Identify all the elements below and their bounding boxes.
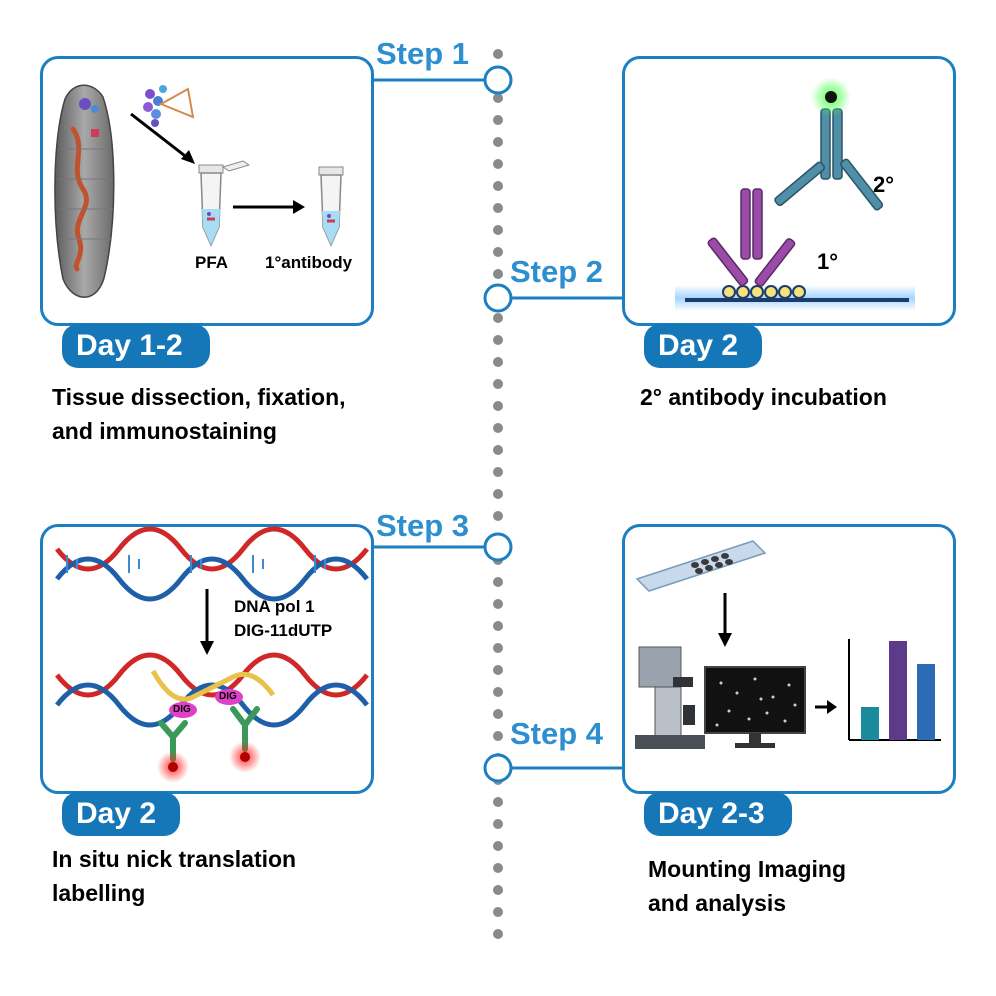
step4-label: Step 4 bbox=[510, 716, 604, 751]
red-fluor-icon-1 bbox=[168, 762, 178, 772]
day-tab-step3: Day 2 bbox=[62, 792, 180, 836]
caption-step1: Tissue dissection, fixation, and immunos… bbox=[52, 384, 346, 444]
timeline-dot bbox=[493, 423, 503, 433]
timeline-dot bbox=[493, 159, 503, 169]
timeline-dot bbox=[493, 599, 503, 609]
timeline-dot bbox=[493, 907, 503, 917]
timeline-dot bbox=[493, 313, 503, 323]
timeline-dot bbox=[493, 379, 503, 389]
panel-step3: DNA pol 1 DIG-11dUTP DIG DIG bbox=[40, 524, 374, 794]
caption-step3: In situ nick translation labelling bbox=[52, 846, 297, 906]
tissue-icon bbox=[143, 85, 195, 127]
timeline-dot bbox=[493, 203, 503, 213]
timeline-dots bbox=[493, 49, 503, 939]
primary-antibody-icon bbox=[707, 188, 796, 287]
timeline-dot bbox=[493, 489, 503, 499]
timeline-node-step1 bbox=[483, 65, 513, 95]
timeline-dot bbox=[493, 401, 503, 411]
day-tab-step1: Day 1-2 bbox=[62, 324, 210, 368]
dna-helix-bottom bbox=[55, 652, 369, 728]
timeline-dot bbox=[493, 841, 503, 851]
dna-rungs-top bbox=[66, 555, 326, 573]
caption-step2: 2° antibody incubation bbox=[640, 384, 887, 410]
pfa-tube-icon bbox=[198, 160, 251, 247]
day-tab-step2: Day 2 bbox=[644, 324, 762, 368]
dna-helix-top bbox=[55, 526, 369, 602]
timeline-node-step2 bbox=[483, 283, 513, 313]
timeline-dot bbox=[493, 225, 503, 235]
primary-label: 1° bbox=[817, 249, 839, 274]
timeline-dot bbox=[493, 863, 503, 873]
timeline-dot bbox=[493, 93, 503, 103]
dig-tag-1 bbox=[169, 702, 197, 718]
enzyme-line2: DIG-11dUTP bbox=[234, 621, 333, 640]
timeline-dot bbox=[493, 577, 503, 587]
timeline-dot bbox=[493, 467, 503, 477]
step3-label: Step 3 bbox=[376, 508, 470, 543]
pfa-label: PFA bbox=[195, 253, 229, 272]
timeline-dot bbox=[493, 643, 503, 653]
timeline-dot bbox=[493, 247, 503, 257]
caption-step4: Mounting Imaging and analysis bbox=[648, 856, 847, 916]
step1-label: Step 1 bbox=[376, 36, 470, 71]
timeline-dot bbox=[493, 797, 503, 807]
secondary-antibody-icon bbox=[774, 108, 884, 211]
larva-icon bbox=[54, 84, 115, 298]
timeline-dot bbox=[493, 445, 503, 455]
dig-tag-2 bbox=[215, 689, 243, 705]
secondary-label: 2° bbox=[873, 172, 895, 197]
timeline-dot bbox=[493, 49, 503, 59]
monitor-icon bbox=[704, 666, 806, 748]
timeline-dot bbox=[493, 819, 503, 829]
slide-icon bbox=[635, 540, 767, 592]
timeline-dot bbox=[493, 621, 503, 631]
timeline-dot bbox=[493, 511, 503, 521]
primary-antibody-label: 1°antibody bbox=[265, 253, 353, 272]
day-tab-step4: Day 2-3 bbox=[644, 792, 792, 836]
timeline-dot bbox=[493, 709, 503, 719]
step2-label: Step 2 bbox=[510, 254, 604, 289]
timeline-dot bbox=[493, 137, 503, 147]
timeline-dot bbox=[493, 665, 503, 675]
antigen-beads bbox=[722, 285, 806, 299]
timeline-dot bbox=[493, 929, 503, 939]
panel3-illustration bbox=[55, 526, 369, 783]
timeline-dot bbox=[493, 731, 503, 741]
panel4-illustration bbox=[635, 540, 941, 749]
timeline-dot bbox=[493, 357, 503, 367]
panel1-illustration bbox=[54, 84, 344, 298]
panel-step1: PFA 1°antibody bbox=[40, 56, 374, 326]
timeline-dot bbox=[493, 115, 503, 125]
timeline-dot bbox=[493, 885, 503, 895]
dig-label-2: DIG bbox=[219, 691, 237, 702]
timeline-dot bbox=[493, 687, 503, 697]
antibody-tube-icon bbox=[318, 166, 344, 247]
timeline-dot bbox=[493, 181, 503, 191]
timeline-dot bbox=[493, 335, 503, 345]
timeline-dot bbox=[493, 269, 503, 279]
bar-chart-icon bbox=[848, 639, 941, 741]
enzyme-line1: DNA pol 1 bbox=[234, 597, 315, 616]
microscope-icon bbox=[635, 646, 705, 749]
panel2-illustration bbox=[675, 77, 915, 311]
panel-step4 bbox=[622, 524, 956, 794]
panel-step2: 2° 1° bbox=[622, 56, 956, 326]
red-fluor-icon-2 bbox=[240, 752, 250, 762]
timeline-node-step4 bbox=[483, 753, 513, 783]
arrow-to-tube bbox=[130, 112, 190, 161]
timeline-node-step3 bbox=[483, 532, 513, 562]
dig-label-1: DIG bbox=[173, 704, 191, 715]
fluorophore-icon bbox=[825, 91, 837, 103]
